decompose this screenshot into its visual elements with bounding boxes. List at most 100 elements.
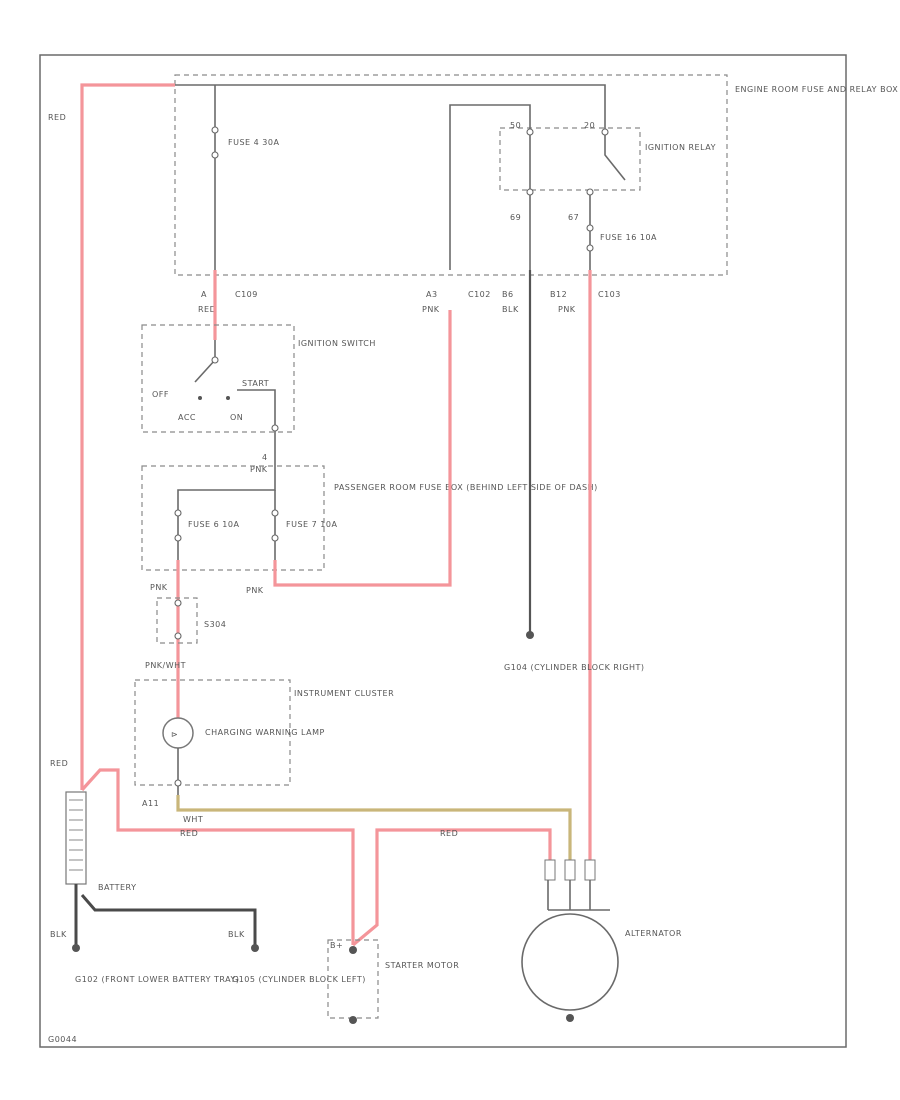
ground-g102-label: G102 (FRONT LOWER BATTERY TRAY) [75,975,240,984]
relay-coil-wire [449,104,531,270]
alternator-ground [566,1014,574,1022]
c102-pin-b-label: B6 [502,290,514,299]
ignition-pos-acc: ACC [178,413,196,422]
c103-pin-label: B12 [550,290,567,299]
wire-blk-g105 [80,894,257,945]
splice-s304-outline [156,597,198,644]
alternator-terminal-bar [547,880,610,911]
ground-g104 [526,631,534,639]
ignition-pos-start: START [242,379,269,388]
ground-g104-label: G104 (CYLINDER BLOCK RIGHT) [504,663,645,672]
battery-red-label: RED [50,759,68,768]
c102-b-wire-color: BLK [502,305,519,314]
ground-g105-label: G105 (CYLINDER BLOCK LEFT) [232,975,366,984]
c109-label: C109 [235,290,258,299]
ignition-switch-outline [141,324,295,433]
ignition-contact-acc [198,396,202,400]
fuse7-terminal-top [271,509,279,517]
engine-room-fuse-box-label: ENGINE ROOM FUSE AND RELAY BOX (LEFT SID… [735,85,900,94]
relay-switch-wire [604,120,626,181]
splice-s304-label: S304 [204,620,226,629]
alternator-label: ALTERNATOR [625,929,682,938]
wire-red-battery-feed [80,83,175,790]
battery-label: BATTERY [98,883,136,892]
relay-pin-67 [586,188,594,196]
alternator-connectors [544,859,596,881]
wire-wht-label: WHT [183,815,203,824]
ignition-pos-off: OFF [152,390,169,399]
fuse16-terminal-bottom [586,244,594,252]
starter-terminal-b [349,946,357,954]
ignition-start-wire [237,389,276,455]
relay-pin-67-label: 67 [568,213,579,222]
relay-pin-50 [526,128,534,136]
cluster-in-wire-color: PNK/WHT [145,661,186,670]
fuse7-label: FUSE 7 10A [286,520,337,529]
fuse7-terminal-bottom [271,534,279,542]
fuse4-terminal-top [211,126,219,134]
c109-wire-color: RED [198,305,216,314]
ignition-pin-label: 4 [262,453,268,462]
splice-s304-top [174,599,182,607]
wire-red-label-top: RED [48,113,66,122]
fuse6-terminal-bottom [174,534,182,542]
fuse4-terminal-bottom [211,151,219,159]
passenger-fuse-box-outline [141,465,325,571]
wire-pink-fuse7-c102 [273,310,452,587]
wire-red-starter-alternator [351,828,552,947]
relay-pin-50-label: 50 [510,121,521,130]
starter-pin-label: B+ [330,941,343,950]
instrument-cluster-outline [134,679,291,786]
c103-label: C103 [598,290,621,299]
diagram-stamp: G0044 [48,1035,77,1044]
engine-room-fuse-box-text: ENGINE ROOM FUSE AND RELAY BOX (LEFT SID… [735,85,900,94]
c102-label: C102 [468,290,491,299]
splice-s304-bottom [174,632,182,640]
ignition-contact-on [226,396,230,400]
ground-g105 [251,944,259,952]
diagram-frame [39,54,847,1048]
fuse4-label: FUSE 4 30A [228,138,279,147]
alternator-body [521,913,619,1011]
fuse6-out-wire-color: PNK [150,583,168,592]
cluster-pin-a11 [174,779,182,787]
wire-blk-g105-label: BLK [228,930,245,939]
wire-red-bottom-label: RED [180,829,198,838]
relay-pin-69 [526,188,534,196]
ignition-relay-label: IGNITION RELAY [645,143,716,152]
ignition-output-terminal [271,424,279,432]
wire-main-top [175,84,606,120]
charging-lamp-label: CHARGING WARNING LAMP [205,728,325,737]
wire-red-battery-starter [80,768,355,945]
passenger-fuse-box-label: PASSENGER ROOM FUSE BOX (BEHIND LEFT SID… [334,483,598,492]
fuse16-label: FUSE 16 10A [600,233,657,242]
wire-red-alt-label: RED [440,829,458,838]
fuse6-label: FUSE 6 10A [188,520,239,529]
starter-ground [349,1016,357,1024]
ignition-wire-color: PNK [250,465,268,474]
fuse16-terminal-top [586,224,594,232]
ignition-switch-label: IGNITION SWITCH [298,339,376,348]
wire-blk-g102-label: BLK [50,930,67,939]
starter-motor-label: STARTER MOTOR [385,961,459,970]
wire-wht-cluster-alternator [176,795,572,880]
relay-pin-69-label: 69 [510,213,521,222]
c103-wire-color: PNK [558,305,576,314]
ignition-relay-outline [499,127,641,191]
battery-cells [69,799,83,871]
ground-g102 [72,944,80,952]
ignition-pivot [211,356,219,364]
cluster-pin-label: A11 [142,799,159,808]
instrument-cluster-label: INSTRUMENT CLUSTER [294,689,394,698]
ignition-pos-on: ON [230,413,243,422]
fuse7-out-wire-color: PNK [246,586,264,595]
c102-wire-color: PNK [422,305,440,314]
fuse6-terminal-top [174,509,182,517]
charging-lamp-symbol: ⊳ [171,730,178,739]
engine-room-fuse-box-outline [174,74,728,276]
relay-pin-20 [601,128,609,136]
c102-pin-label: A3 [426,290,438,299]
relay-pin-20-label: 20 [584,121,595,130]
c109-pin-label: A [201,290,207,299]
